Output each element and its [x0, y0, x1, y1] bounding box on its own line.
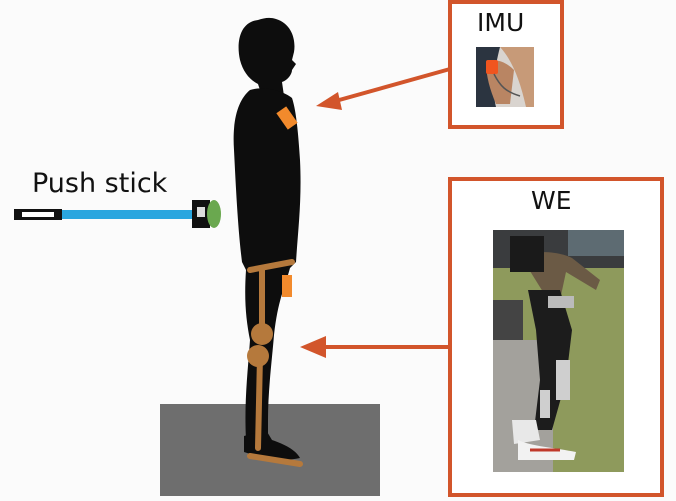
- imu-photo: [476, 47, 534, 107]
- push-stick-label: Push stick: [32, 168, 167, 199]
- human-silhouette: [234, 18, 301, 460]
- imu-sensor-thigh: [282, 275, 292, 297]
- we-photo: [493, 230, 624, 472]
- we-arrow: [300, 336, 450, 358]
- imu-label: IMU: [477, 8, 524, 37]
- we-label: WE: [531, 186, 572, 215]
- exo-knee-joint: [247, 345, 269, 367]
- imu-arrow: [316, 69, 450, 110]
- exo-hip-joint: [251, 323, 273, 345]
- push-stick: [14, 200, 221, 228]
